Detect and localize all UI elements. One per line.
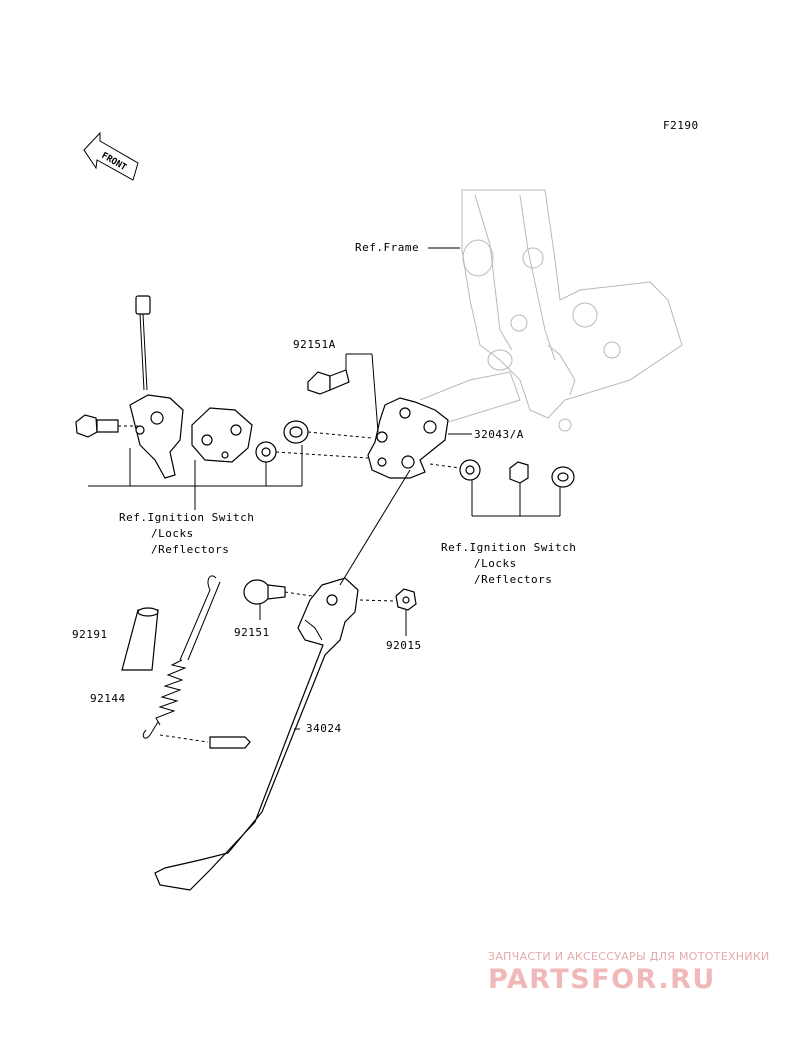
left-washers <box>255 420 373 463</box>
front-arrow-text: FRONT <box>100 151 129 173</box>
rubber-92191 <box>121 607 159 671</box>
label-ref-reflectors-right: /Reflectors <box>474 573 553 586</box>
frame <box>419 189 683 432</box>
nut-92015 <box>359 588 417 636</box>
label-32043a: 32043/A <box>474 428 524 441</box>
spring-92144 <box>142 575 221 743</box>
left-bolt <box>75 414 138 438</box>
figure-code: F2190 <box>663 119 699 132</box>
bolt-92151a <box>307 353 379 433</box>
label-ref-ignition-right: Ref.Ignition Switch <box>441 541 577 554</box>
label-34024: 34024 <box>306 722 342 735</box>
label-92015: 92015 <box>386 639 422 652</box>
label-92151a: 92151A <box>293 338 336 351</box>
leader-ref-left <box>88 445 303 510</box>
right-washers <box>429 459 575 517</box>
lock-assembly <box>129 295 184 479</box>
watermark-subtitle: ЗАПЧАСТИ И АКСЕССУАРЫ ДЛЯ МОТОТЕХНИКИ <box>488 950 770 963</box>
front-arrow-icon: FRONT <box>83 131 139 181</box>
pin <box>209 736 251 749</box>
label-ref-reflectors-left: /Reflectors <box>151 543 230 556</box>
label-ref-frame: Ref.Frame <box>355 241 420 254</box>
label-92144: 92144 <box>90 692 126 705</box>
left-plate <box>191 407 253 463</box>
label-ref-ignition-left: Ref.Ignition Switch <box>119 511 255 524</box>
side-stand <box>154 469 411 891</box>
label-92191: 92191 <box>72 628 108 641</box>
pivot-bolt-92151 <box>243 579 313 620</box>
stand-bracket <box>367 397 472 479</box>
watermark-brand: PARTSFOR.RU <box>488 964 716 995</box>
label-92151: 92151 <box>234 626 270 639</box>
label-ref-locks-right: /Locks <box>474 557 517 570</box>
label-ref-locks-left: /Locks <box>151 527 194 540</box>
